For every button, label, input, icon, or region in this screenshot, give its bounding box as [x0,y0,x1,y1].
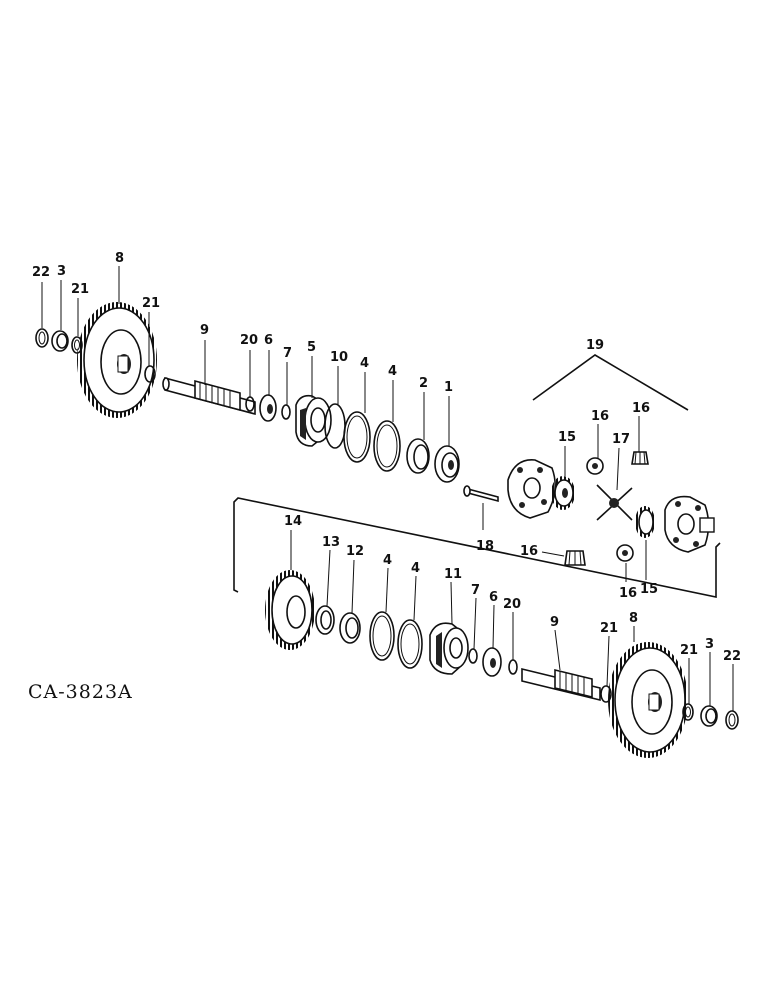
part-16-pinion-d [616,544,634,562]
part-18-bolt [463,485,499,503]
part-8-drive-gear-upper [77,302,157,418]
label-4: 4 [360,356,369,371]
part-4-seal-upper-b [373,420,401,472]
part-8-drive-gear-lower [608,642,688,758]
label-9: 9 [550,615,559,630]
label-15: 15 [640,582,658,597]
label-14: 14 [284,514,302,529]
part-5-clutch-hub-upper [295,394,332,447]
figure-code: CA-3823A [28,681,133,703]
part-4-seal-lower-b [397,619,423,669]
label-7: 7 [283,346,292,361]
label-21: 21 [142,296,160,311]
part-22-snap-ring-upper [35,328,49,348]
label-16: 16 [632,401,650,416]
part-1-bearing-cone-upper [434,445,460,483]
upper-shaft-assembly [35,302,460,483]
label-10: 10 [330,350,348,365]
label-20: 20 [503,597,521,612]
label-16: 16 [619,586,637,601]
part-19-leader [532,354,689,411]
label-18: 18 [476,539,494,554]
part-7-ring-lower [468,648,478,664]
label-4: 4 [388,364,397,379]
label-3: 3 [705,637,714,652]
part-12-bearing-cup-lower [339,612,361,644]
part-3-bearing-upper [51,330,69,352]
label-22: 22 [32,265,50,280]
part-4-seal-upper-a [343,411,371,463]
part-19-case-half-left [507,459,556,519]
label-21: 21 [71,282,89,297]
label-4: 4 [411,561,420,576]
part-16-pinion-c [564,550,586,566]
part-15-side-gear-upper [551,476,575,510]
part-6-gear-upper [259,394,277,422]
leader-lines [41,266,734,711]
label-8: 8 [629,611,638,626]
label-22: 22 [723,649,741,664]
label-5: 5 [307,340,316,355]
label-12: 12 [346,544,364,559]
label-17: 17 [612,432,630,447]
label-21: 21 [600,621,618,636]
label-20: 20 [240,333,258,348]
part-16-pinion-a [586,457,604,475]
label-8: 8 [115,251,124,266]
label-16: 16 [520,544,538,559]
part-20-washer-lower [508,659,518,675]
part-6-gear-lower [482,647,502,677]
lower-shaft-assembly [265,570,739,758]
label-21: 21 [680,643,698,658]
label-11: 11 [444,567,462,582]
assembly-bracket [233,497,721,598]
part-21-spacer-upper-right [144,365,156,383]
label-13: 13 [322,535,340,550]
part-22-snap-ring-lower [725,710,739,730]
part-9-shaft-lower [521,667,601,702]
label-4: 4 [383,553,392,568]
label-15: 15 [558,430,576,445]
part-17-spider-cross [596,484,633,521]
differential-assembly [463,354,715,582]
label-6: 6 [489,590,498,605]
label-1: 1 [444,380,453,395]
label-19: 19 [586,338,604,353]
part-16-pinion-b [631,451,649,465]
part-2-bearing-cup-upper [406,438,430,474]
part-7-ring-upper [281,404,291,420]
label-3: 3 [57,264,66,279]
part-11-clutch-hub-lower [429,622,469,675]
part-15-side-gear-lower [635,506,655,538]
label-7: 7 [471,583,480,598]
label-16: 16 [591,409,609,424]
part-21-spacer-lower-right [682,703,694,721]
part-19-case-half-right [664,495,715,553]
part-13-bearing-lower [315,605,335,635]
part-9-shaft-upper [162,376,256,416]
label-2: 2 [419,376,428,391]
part-14-ring-gear [265,570,315,650]
callout-labels: 22 3 21 8 21 9 20 6 7 5 10 4 4 2 1 19 15… [32,251,741,664]
part-3-bearing-lower [700,705,718,727]
label-6: 6 [264,333,273,348]
label-9: 9 [200,323,209,338]
part-4-seal-lower-a [369,611,395,661]
